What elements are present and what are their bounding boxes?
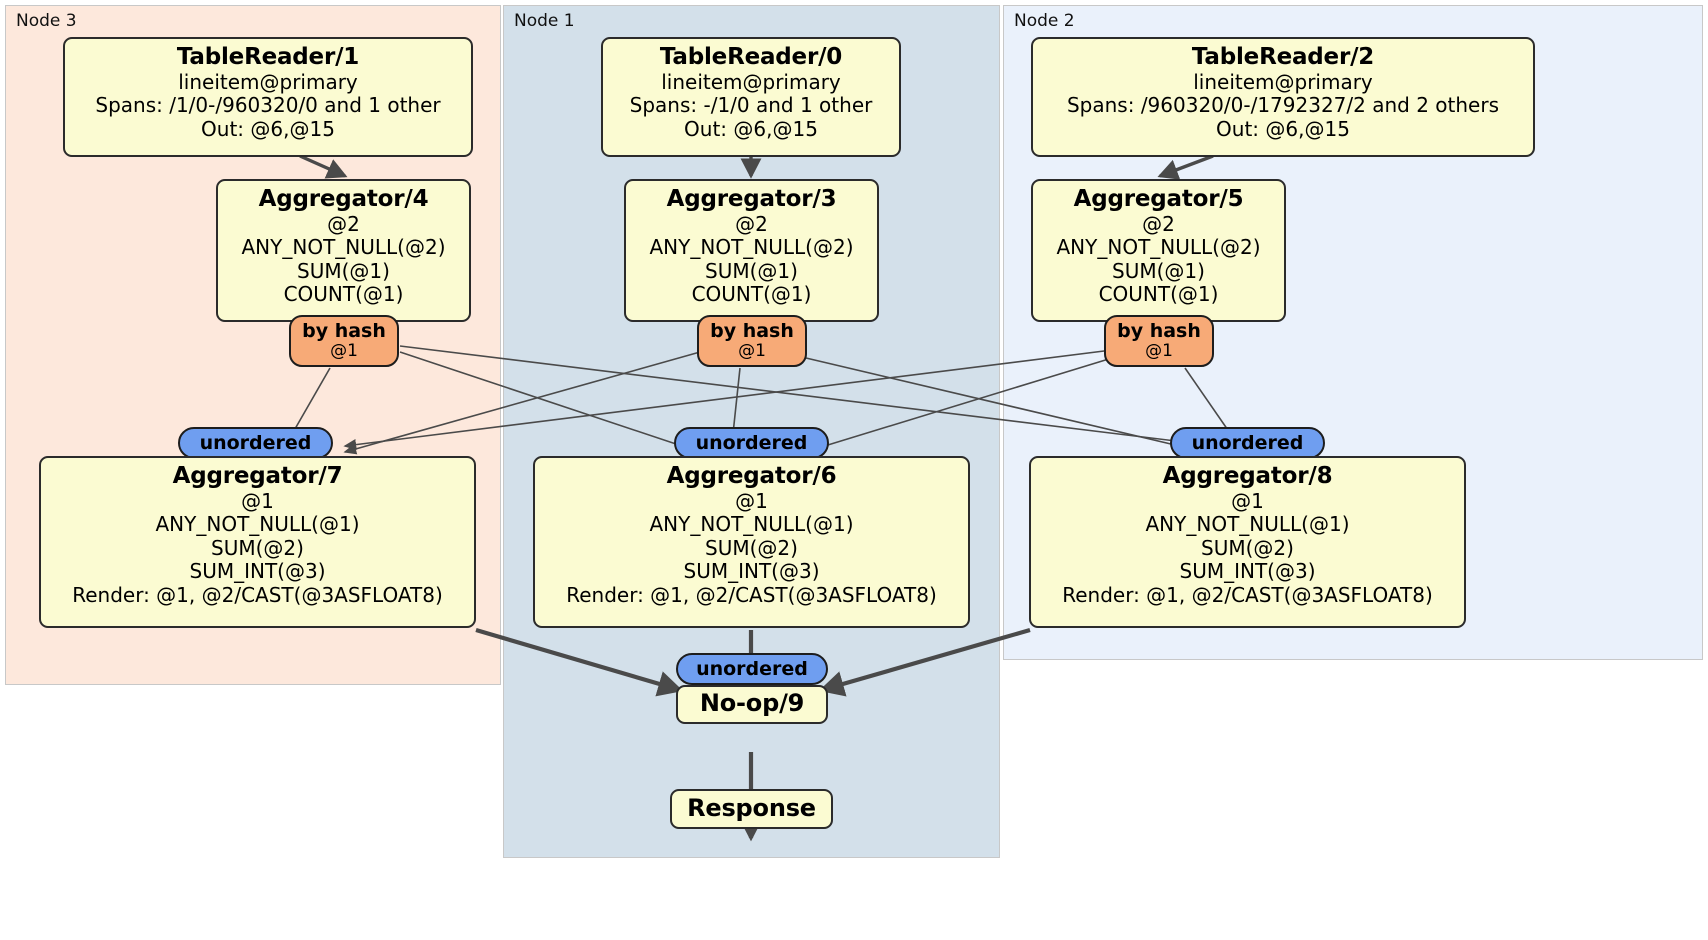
box-title: Aggregator/5 [1073,186,1244,212]
aggregator-4[interactable]: Aggregator/4 @2 ANY_NOT_NULL(@2) SUM(@1)… [216,179,471,322]
unordered-input-7[interactable]: unordered [178,427,333,459]
response-node[interactable]: Response [670,789,833,829]
node-panel-label: Node 3 [16,11,77,31]
box-table: lineitem@primary [661,70,841,95]
box-func-1: ANY_NOT_NULL(@1) [155,512,360,537]
box-out: Out: @6,@15 [201,116,335,141]
unordered-label: unordered [199,431,312,454]
box-func-3: COUNT(@1) [1098,282,1219,307]
unordered-input-9[interactable]: unordered [676,653,828,685]
box-func-2: SUM(@1) [1112,258,1205,283]
table-reader-0[interactable]: TableReader/0 lineitem@primary Spans: -/… [601,37,901,157]
box-func-1: ANY_NOT_NULL(@1) [649,512,854,537]
box-spans: Spans: -/1/0 and 1 other [629,93,873,118]
unordered-input-8[interactable]: unordered [1170,427,1325,459]
box-title: Response [687,793,816,822]
box-title: Aggregator/4 [258,186,429,212]
node-panel-label: Node 2 [1014,11,1075,31]
box-func-2: SUM(@2) [1201,535,1294,560]
box-func-2: SUM(@2) [705,535,798,560]
box-func-1: ANY_NOT_NULL(@2) [241,235,446,260]
aggregator-6[interactable]: Aggregator/6 @1 ANY_NOT_NULL(@1) SUM(@2)… [533,456,970,628]
box-func-3: SUM_INT(@3) [1179,559,1316,584]
box-group: @2 [327,212,360,237]
box-spans: Spans: /1/0-/960320/0 and 1 other [95,93,441,118]
box-group: @2 [735,212,768,237]
box-spans: Spans: /960320/0-/1792327/2 and 2 others [1066,93,1499,118]
aggregator-7[interactable]: Aggregator/7 @1 ANY_NOT_NULL(@1) SUM(@2)… [39,456,476,628]
box-render: Render: @1, @2/CAST(@3ASFLOAT8) [566,582,937,607]
unordered-label: unordered [696,657,808,680]
hash-router-column: @1 [738,340,766,361]
table-reader-1[interactable]: TableReader/1 lineitem@primary Spans: /1… [63,37,473,157]
box-table: lineitem@primary [1193,70,1373,95]
box-func-3: SUM_INT(@3) [189,559,326,584]
aggregator-3[interactable]: Aggregator/3 @2 ANY_NOT_NULL(@2) SUM(@1)… [624,179,879,322]
hash-router-5[interactable]: by hash @1 [1104,315,1214,367]
box-title: Aggregator/7 [172,463,343,489]
box-title: TableReader/1 [176,44,360,70]
box-title: Aggregator/3 [666,186,837,212]
box-func-1: ANY_NOT_NULL(@1) [1145,512,1350,537]
box-func-3: COUNT(@1) [283,282,404,307]
box-table: lineitem@primary [178,70,358,95]
table-reader-2[interactable]: TableReader/2 lineitem@primary Spans: /9… [1031,37,1535,157]
hash-router-3[interactable]: by hash @1 [697,315,807,367]
box-group: @1 [241,489,274,514]
node-panel-label: Node 1 [514,11,575,31]
hash-router-label: by hash [1117,319,1201,342]
aggregator-8[interactable]: Aggregator/8 @1 ANY_NOT_NULL(@1) SUM(@2)… [1029,456,1466,628]
box-func-3: SUM_INT(@3) [683,559,820,584]
box-func-2: SUM(@1) [705,258,798,283]
box-func-2: SUM(@2) [211,535,304,560]
hash-router-column: @1 [330,340,358,361]
box-func-1: ANY_NOT_NULL(@2) [649,235,854,260]
box-title: TableReader/0 [659,44,843,70]
box-title: TableReader/2 [1191,44,1375,70]
box-title: Aggregator/6 [666,463,837,489]
aggregator-5[interactable]: Aggregator/5 @2 ANY_NOT_NULL(@2) SUM(@1)… [1031,179,1286,322]
box-func-1: ANY_NOT_NULL(@2) [1056,235,1261,260]
unordered-label: unordered [1191,431,1304,454]
box-title: Aggregator/8 [1162,463,1333,489]
hash-router-label: by hash [302,319,386,342]
unordered-input-6[interactable]: unordered [674,427,829,459]
box-out: Out: @6,@15 [1216,116,1350,141]
no-op-9[interactable]: No-op/9 [676,685,828,724]
hash-router-4[interactable]: by hash @1 [289,315,399,367]
box-group: @2 [1142,212,1175,237]
box-func-3: COUNT(@1) [691,282,812,307]
unordered-label: unordered [695,431,808,454]
hash-router-label: by hash [710,319,794,342]
box-title: No-op/9 [699,689,805,718]
box-func-2: SUM(@1) [297,258,390,283]
box-render: Render: @1, @2/CAST(@3ASFLOAT8) [1062,582,1433,607]
box-out: Out: @6,@15 [684,116,818,141]
box-render: Render: @1, @2/CAST(@3ASFLOAT8) [72,582,443,607]
box-group: @1 [735,489,768,514]
box-group: @1 [1231,489,1264,514]
hash-router-column: @1 [1145,340,1173,361]
